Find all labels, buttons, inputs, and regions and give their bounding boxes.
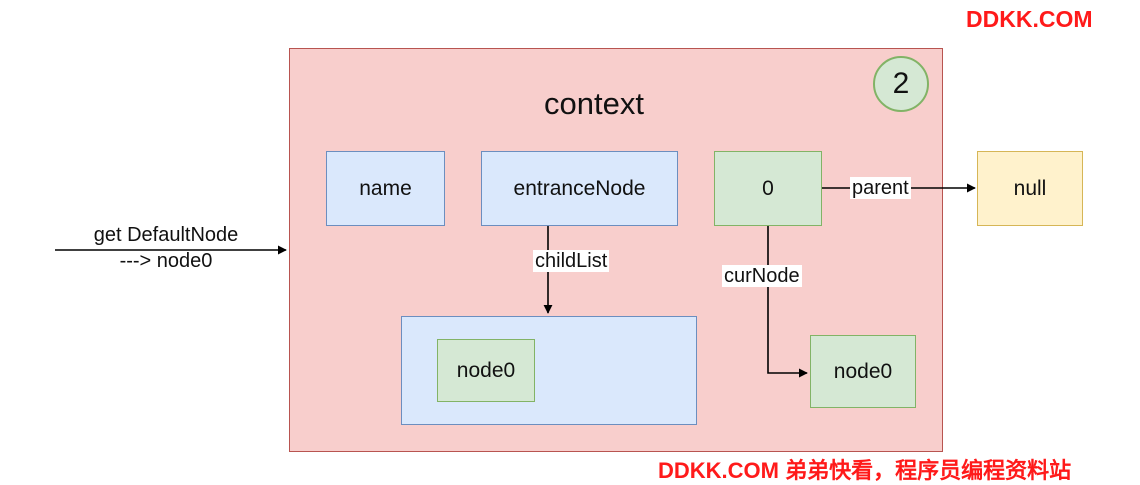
child-node0-label: node0 bbox=[456, 358, 516, 382]
cur-node-arrow bbox=[767, 226, 808, 378]
cur-node0-label: node0 bbox=[833, 359, 893, 383]
zero-node: 0 bbox=[714, 151, 822, 226]
child-list-label: childList bbox=[533, 250, 610, 272]
null-node: null bbox=[977, 151, 1083, 226]
null-node-label: null bbox=[1013, 176, 1047, 200]
incoming-label-line2: ---> node0 bbox=[119, 250, 213, 272]
context-title: context bbox=[544, 86, 644, 121]
step-badge: 2 bbox=[873, 56, 929, 112]
cur-node0: node0 bbox=[810, 335, 916, 408]
incoming-label: get DefaultNode ---> node0 bbox=[60, 222, 272, 274]
entrance-node: entranceNode bbox=[481, 151, 678, 226]
cur-node-label: curNode bbox=[722, 265, 802, 287]
step-badge-number: 2 bbox=[892, 67, 910, 100]
zero-node-label: 0 bbox=[762, 176, 774, 200]
name-node: name bbox=[326, 151, 445, 226]
name-node-label: name bbox=[359, 176, 412, 200]
watermark-top: DDKK.COM bbox=[966, 6, 1093, 32]
incoming-label-line1: get DefaultNode bbox=[93, 224, 239, 246]
child-node0: node0 bbox=[437, 339, 535, 402]
entrance-node-label: entranceNode bbox=[513, 176, 646, 200]
parent-label: parent bbox=[850, 177, 911, 199]
